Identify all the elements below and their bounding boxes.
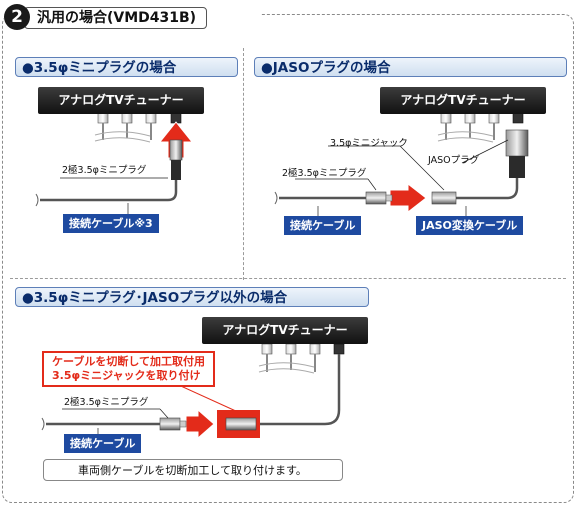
- label-jaso-plug: JASOプラグ: [428, 155, 480, 166]
- tuner-connectors-2: [437, 112, 524, 143]
- label-mini-plug-2pole-1: 2極3.5φミニプラグ: [62, 165, 147, 176]
- label-connect-cable-3: 接続ケーブル: [64, 434, 142, 453]
- cut-instruction-box: ケーブルを切断して加工取付用 3.5φミニジャックを取り付け: [42, 351, 216, 387]
- panel-other: !: [41, 343, 345, 481]
- tuner-device-2: アナログTVチューナー: [380, 87, 546, 114]
- label-jaso-convert-cable: JASO変換ケーブル: [416, 216, 524, 235]
- label-connect-cable-2: 接続ケーブル: [284, 216, 362, 235]
- header: 汎用の場合(VMD431B) 2: [4, 4, 260, 30]
- section-title-mini-plug: ●3.5φミニプラグの場合: [15, 57, 238, 77]
- red-arrow-right-2: [389, 182, 427, 214]
- tuner-device-3: アナログTVチューナー: [202, 317, 368, 344]
- horizontal-divider: [10, 278, 566, 279]
- tuner-device-1: アナログTVチューナー: [38, 87, 204, 114]
- red-arrow-right-3: [185, 408, 215, 440]
- section-title-other: ●3.5φミニプラグ･JASOプラグ以外の場合: [15, 287, 369, 307]
- cut-instruction-line1: ケーブルを切断して加工取付用: [52, 355, 206, 368]
- vertical-divider: [243, 48, 244, 280]
- label-connect-cable-note: 接続ケーブル※3: [63, 214, 159, 233]
- notice-text: 車両側ケーブルを切断加工して取り付けます。: [78, 464, 307, 477]
- label-mini-jack: 3.5φミニジャック: [330, 138, 408, 149]
- label-mini-plug-2pole-2: 2極3.5φミニプラグ: [282, 168, 367, 179]
- step-number-badge: 2: [4, 4, 30, 30]
- panel-jaso-plug: [274, 112, 529, 216]
- tuner-connectors-1: [94, 112, 182, 143]
- label-mini-plug-2pole-3: 2極3.5φミニプラグ: [64, 397, 149, 408]
- outer-frame: [2, 14, 574, 503]
- panel-mini-plug: [35, 112, 194, 218]
- cut-instruction-line2: 3.5φミニジャックを取り付け: [52, 369, 201, 382]
- tuner-connectors-3: [258, 343, 345, 374]
- page-title: 汎用の場合(VMD431B): [24, 7, 208, 29]
- notice-box: 車両側ケーブルを切断加工して取り付けます。: [43, 459, 343, 481]
- section-title-jaso-plug: ●JASOプラグの場合: [254, 57, 567, 77]
